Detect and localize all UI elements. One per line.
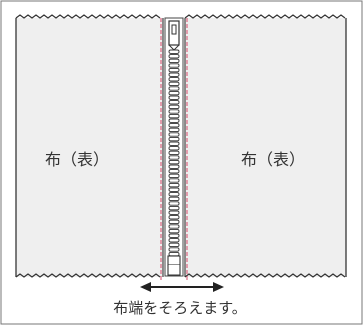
- left-fabric-label: 布（表）: [45, 150, 109, 169]
- caption-text: 布端をそろえます。: [113, 299, 247, 317]
- arrow-right-head-icon: [213, 282, 224, 292]
- right-bottom-zigzag-edge: [184, 273, 346, 278]
- left-top-zigzag-edge: [15, 14, 161, 19]
- left-fabric-panel: 布（表）: [15, 14, 164, 278]
- right-fabric-panel: 布（表）: [184, 14, 347, 278]
- zipper-slider: [168, 20, 180, 51]
- left-bottom-zigzag-edge: [15, 273, 161, 278]
- zipper: [164, 17, 184, 277]
- zipper-teeth: [168, 49, 180, 257]
- align-edges-arrow: [140, 282, 224, 292]
- right-top-zigzag-edge: [184, 14, 346, 19]
- right-fabric-label: 布（表）: [241, 150, 305, 169]
- arrow-left-head-icon: [140, 282, 151, 292]
- zipper-bottom-stop: [167, 255, 181, 276]
